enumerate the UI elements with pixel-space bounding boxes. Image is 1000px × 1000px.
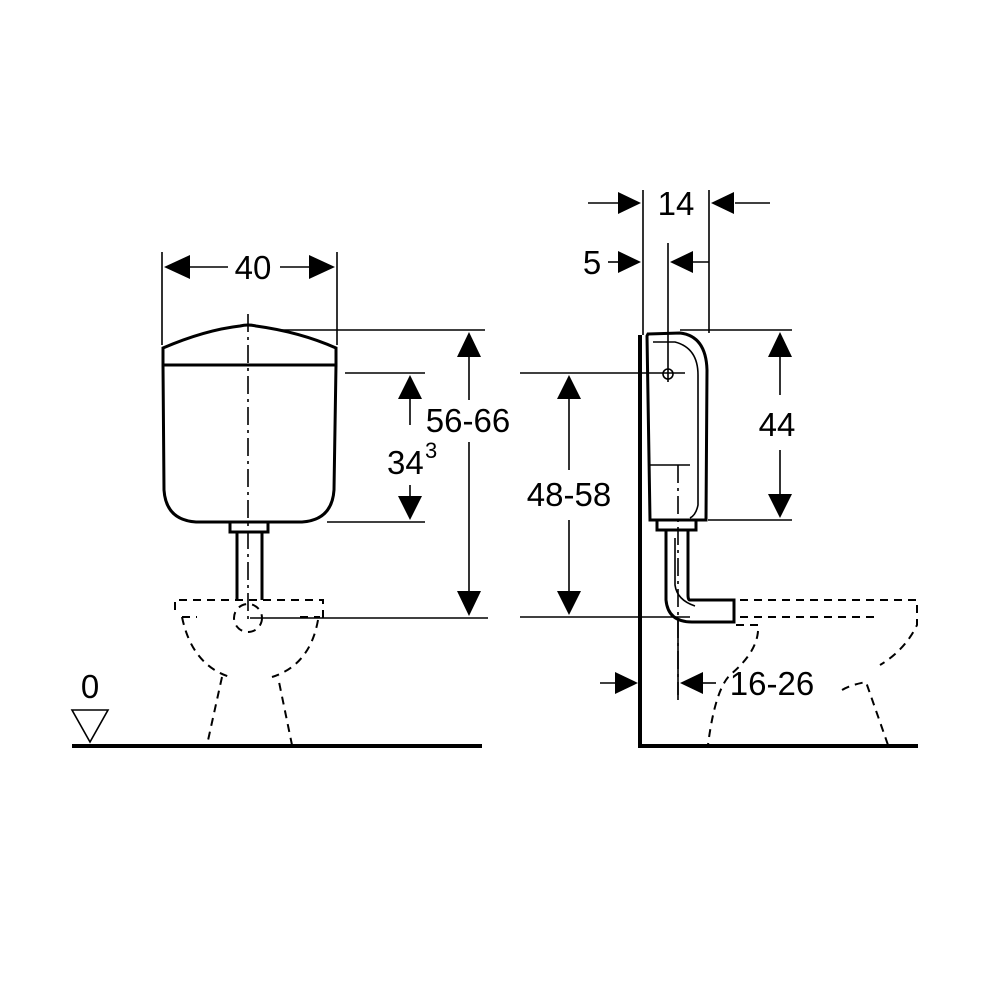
- total-height-label: 56-66: [426, 402, 510, 439]
- side-toilet-bowl: [706, 599, 918, 746]
- depth-label: 14: [658, 185, 695, 222]
- dimension-bowl-offset: 16-26: [600, 620, 814, 702]
- floor-level-marker: 0: [70, 668, 110, 744]
- side-view: 14 5 44 48-58: [520, 185, 918, 748]
- tank-height-label: 34: [387, 444, 424, 481]
- side-tank-height-label: 44: [759, 406, 796, 443]
- dimension-tank-height: 34 3: [327, 372, 437, 523]
- width-label: 40: [235, 249, 272, 286]
- mount-height-label: 48-58: [527, 476, 611, 513]
- dimension-side-tank-height: 44: [680, 329, 796, 521]
- dimension-wall-gap: 5: [583, 243, 709, 382]
- side-cistern-tank: [645, 331, 736, 624]
- front-cistern-tank: [161, 323, 338, 600]
- front-toilet-bowl: [174, 599, 324, 746]
- floor-level-label: 0: [81, 668, 99, 705]
- dimension-total-height: 56-66: [250, 329, 510, 619]
- bowl-offset-label: 16-26: [730, 665, 814, 702]
- dimension-mount-height: 48-58: [520, 372, 690, 618]
- wall-gap-label: 5: [583, 244, 601, 281]
- tank-height-superscript: 3: [425, 438, 437, 463]
- front-view: 0 40 56-66: [70, 249, 510, 748]
